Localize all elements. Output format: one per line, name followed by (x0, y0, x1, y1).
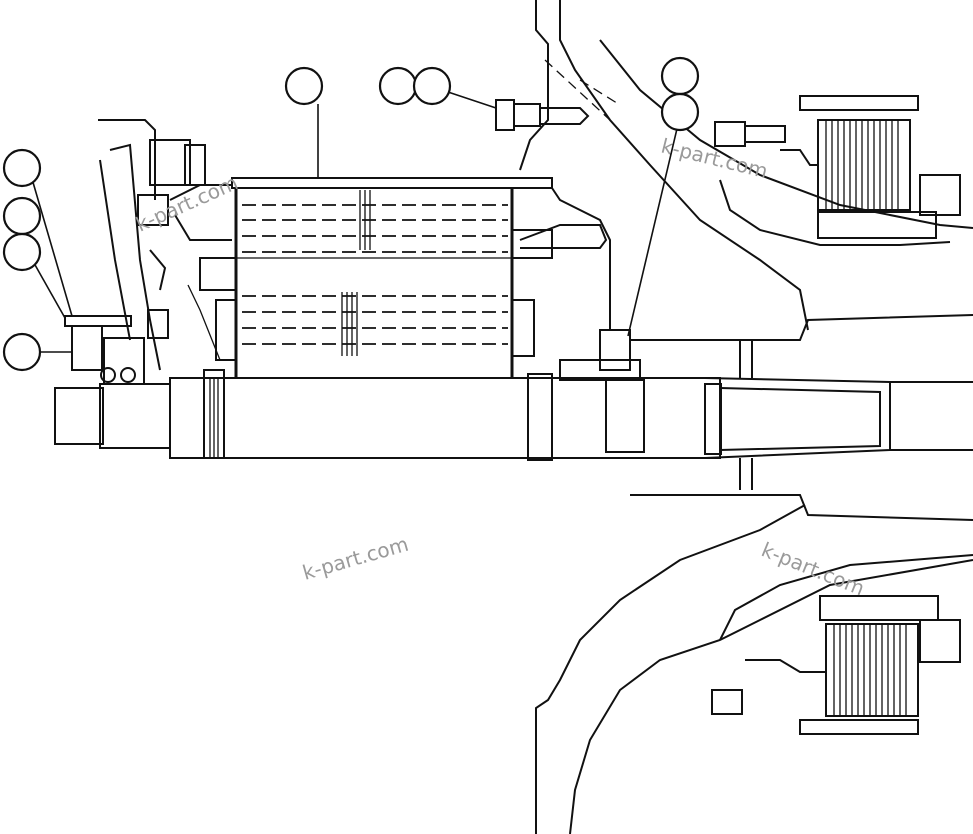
motor-housing (169, 177, 630, 379)
watermark-text: k-part.com (300, 532, 411, 585)
wheel-hub-upper (519, 0, 973, 331)
main-shaft (54, 314, 973, 521)
callout-balloon (2, 332, 42, 372)
callout-balloons (2, 56, 700, 372)
callout-balloon (660, 56, 700, 96)
callout-balloon (2, 196, 42, 236)
left-end-assembly (64, 119, 221, 385)
callout-balloon (284, 66, 324, 106)
watermark-text: k-part.com (132, 170, 241, 236)
callout-balloon (378, 66, 418, 106)
wheel-hub-lower (535, 504, 973, 834)
callout-balloon (2, 232, 42, 272)
flange-bolts (495, 99, 641, 381)
callout-balloon (660, 92, 700, 132)
callout-balloon (2, 148, 42, 188)
brake-pack-lower (711, 595, 961, 735)
callout-balloon (412, 66, 452, 106)
brake-pack-upper (714, 95, 961, 239)
leader-lines (29, 91, 681, 353)
watermark-text: k-part.com (758, 537, 868, 600)
